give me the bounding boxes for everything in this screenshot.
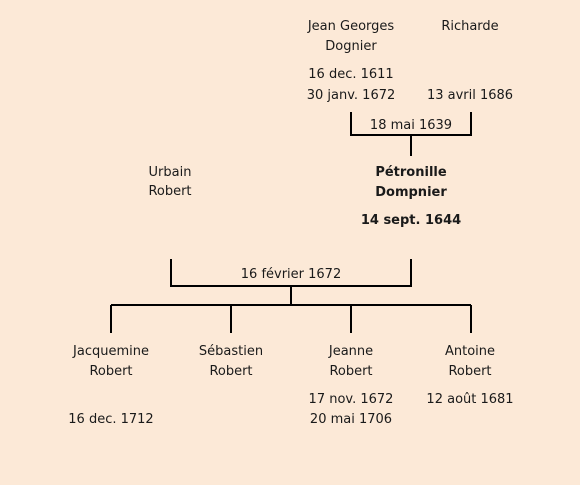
petronille-birth: 14 sept. 1644 (360, 213, 462, 228)
petronille-firstname: Pétronille (375, 165, 447, 180)
child-4-firstname: Antoine (444, 344, 496, 359)
child-3-date2: 20 mai 1706 (309, 412, 393, 427)
child-4-date1: 12 août 1681 (426, 392, 514, 407)
child-3-firstname: Jeanne (328, 344, 374, 359)
child-2-firstname: Sébastien (198, 344, 264, 359)
jean-georges-lastname: Dognier (325, 39, 377, 54)
child-2-lastname: Robert (209, 364, 253, 379)
child-3-lastname: Robert (329, 364, 373, 379)
jean-georges-firstname: Jean Georges (307, 19, 395, 34)
child-1-date2: 16 dec. 1712 (68, 412, 154, 427)
child-4-lastname: Robert (448, 364, 492, 379)
richarde-firstname: Richarde (441, 19, 499, 34)
jean-georges-death: 30 janv. 1672 (306, 88, 396, 103)
jean-georges-birth: 16 dec. 1611 (308, 67, 394, 82)
petronille-lastname: Dompnier (375, 185, 447, 200)
mid-marriage-date: 16 février 1672 (240, 267, 342, 282)
urbain-lastname: Robert (148, 184, 192, 199)
top-marriage-date: 18 mai 1639 (369, 118, 453, 133)
child-3-date1: 17 nov. 1672 (308, 392, 394, 407)
child-1-firstname: Jacquemine (73, 344, 149, 359)
urbain-firstname: Urbain (148, 165, 192, 180)
richarde-death: 13 avril 1686 (426, 88, 514, 103)
child-1-lastname: Robert (89, 364, 133, 379)
